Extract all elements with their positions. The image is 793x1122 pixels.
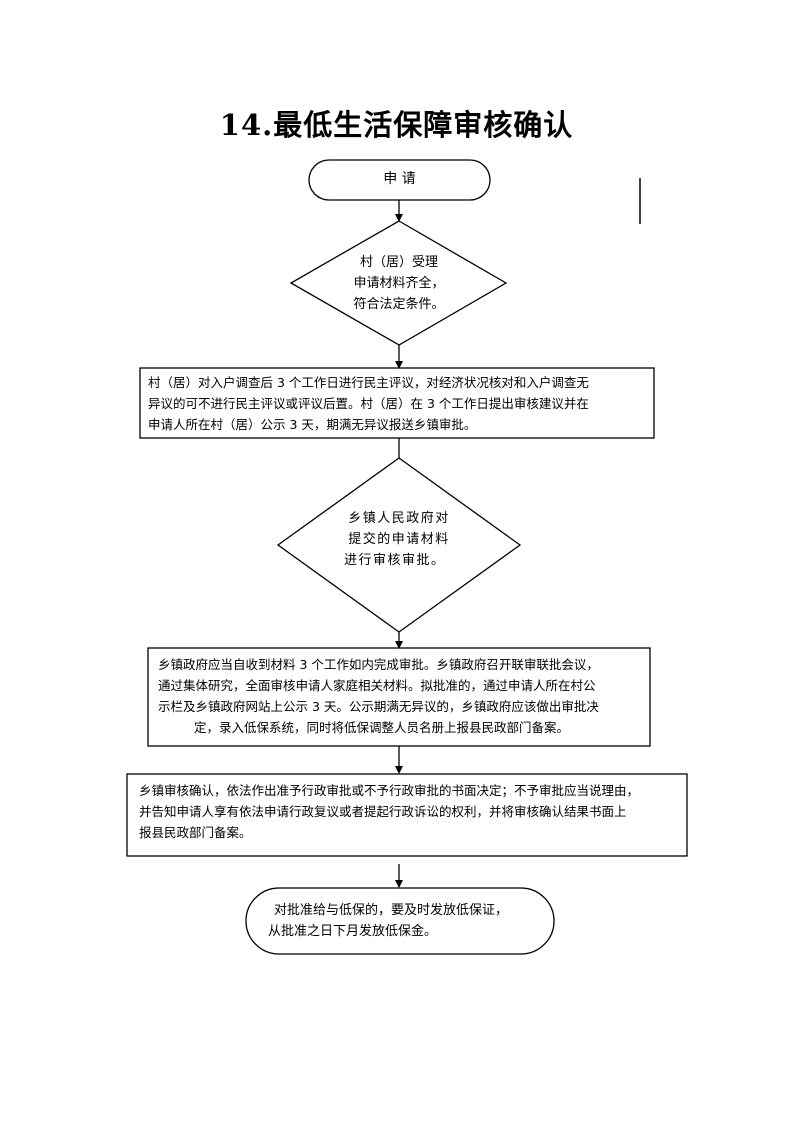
decision1-label: 村（居）受理 申请材料齐全， 符合法定条件。 <box>320 252 478 315</box>
process1-line: 异议的可不进行民主评议或评议后置。村（居）在 3 个工作日提出审核建议并在 <box>148 396 589 411</box>
decision2-line: 提交的申请材料 <box>348 532 450 547</box>
process3-line: 乡镇审核确认，依法作出准予行政审批或不予行政审批的书面决定；不予审批应当说理由， <box>139 783 640 798</box>
start-text: 申 请 <box>383 171 416 187</box>
process1-line: 村（居）对入户调查后 3 个工作日进行民主评议，对经济状况核对和入户调查无 <box>148 375 589 390</box>
process1-line: 申请人所在村（居）公示 3 天，期满无异议报送乡镇审批。 <box>148 417 477 432</box>
process3-text: 乡镇审核确认，依法作出准予行政审批或不予行政审批的书面决定；不予审批应当说理由，… <box>139 780 684 843</box>
decision2-line: 乡镇人民政府对 <box>348 511 450 526</box>
process2-line: 通过集体研究，全面审核申请人家庭相关材料。拟批准的，通过申请人所在村公 <box>158 678 596 693</box>
process3-box <box>126 773 688 857</box>
process2-line: 示栏及乡镇政府网站上公示 3 天。公示期满无异议的，乡镇政府应该做出审批决 <box>158 699 599 714</box>
decision1-line: 符合法定条件。 <box>353 297 445 312</box>
decision2-line: 进行审核审批。 <box>344 553 446 568</box>
start-label: 申 请 <box>309 169 490 190</box>
process2-line: 乡镇政府应当自收到材料 3 个工作如内完成审批。乡镇政府召开联审联批会议， <box>158 657 599 672</box>
page-title: 14.最低生活保障审核确认 <box>219 108 574 142</box>
process3-line: 并告知申请人享有依法申请行政复议或者提起行政诉讼的权利，并将审核确认结果书面上 <box>139 804 627 819</box>
end-line: 从批准之日下月发放低保金。 <box>268 924 438 939</box>
process2-text: 乡镇政府应当自收到材料 3 个工作如内完成审批。乡镇政府召开联审联批会议， 通过… <box>158 654 642 738</box>
process1-box <box>139 367 655 439</box>
end-label: 对批准给与低保的，要及时发放低保证， 从批准之日下月发放低保金。 <box>268 900 548 942</box>
process3-line: 报县民政部门备案。 <box>139 825 252 840</box>
decision1-line: 村（居）受理 <box>359 255 438 270</box>
process1-text: 村（居）对入户调查后 3 个工作日进行民主评议，对经济状况核对和入户调查无 异议… <box>148 372 650 435</box>
decision2-label: 乡镇人民政府对 提交的申请材料 进行审核审批。 <box>320 508 478 571</box>
end-line: 对批准给与低保的，要及时发放低保证， <box>274 903 509 918</box>
end-terminator-shape <box>245 887 555 955</box>
decision1-line: 申请材料齐全， <box>353 276 445 291</box>
process2-line: 定，录入低保系统，同时将低保调整人员名册上报县民政部门备案。 <box>194 720 570 735</box>
